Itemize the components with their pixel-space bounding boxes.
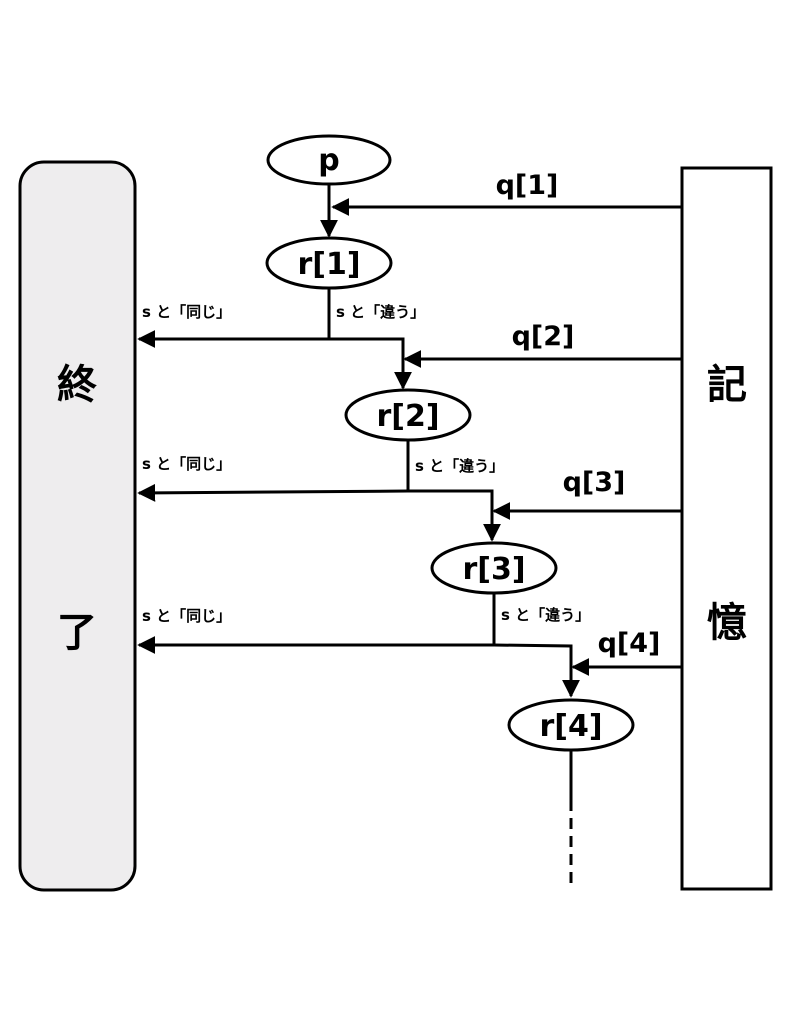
same-label-r2: s と「同じ」 xyxy=(142,455,231,473)
node-r3-label: r[3] xyxy=(462,552,525,587)
query-label-2: q[2] xyxy=(512,321,575,352)
same-arrow-r2 xyxy=(137,483,409,502)
same-label-r3: s と「同じ」 xyxy=(142,607,231,625)
memory-box-char-1: 記 xyxy=(707,362,747,408)
end-box-char-1: 終 xyxy=(57,362,97,408)
end-box xyxy=(18,160,137,892)
diff-arrow-r3 xyxy=(493,643,580,698)
same-label-r1: s と「同じ」 xyxy=(142,303,231,321)
query-label-4: q[4] xyxy=(598,628,661,659)
node-r1-label: r[1] xyxy=(297,247,360,282)
query-label-3: q[3] xyxy=(563,467,626,498)
diff-label-r2: s と「違う」 xyxy=(415,457,504,475)
diff-label-r1: s と「違う」 xyxy=(336,303,425,321)
node-r2-label: r[2] xyxy=(376,399,439,434)
node-r4-label: r[4] xyxy=(539,709,602,744)
query-label-1: q[1] xyxy=(496,170,559,201)
start-node-label: p xyxy=(318,143,339,178)
memory-box xyxy=(680,166,773,891)
end-box-char-2: 了 xyxy=(57,610,97,656)
diff-arrow-r1 xyxy=(329,337,412,390)
memory-box-char-2: 憶 xyxy=(707,600,747,646)
diff-arrow-r2 xyxy=(408,489,501,542)
diff-label-r3: s と「違う」 xyxy=(501,606,590,624)
